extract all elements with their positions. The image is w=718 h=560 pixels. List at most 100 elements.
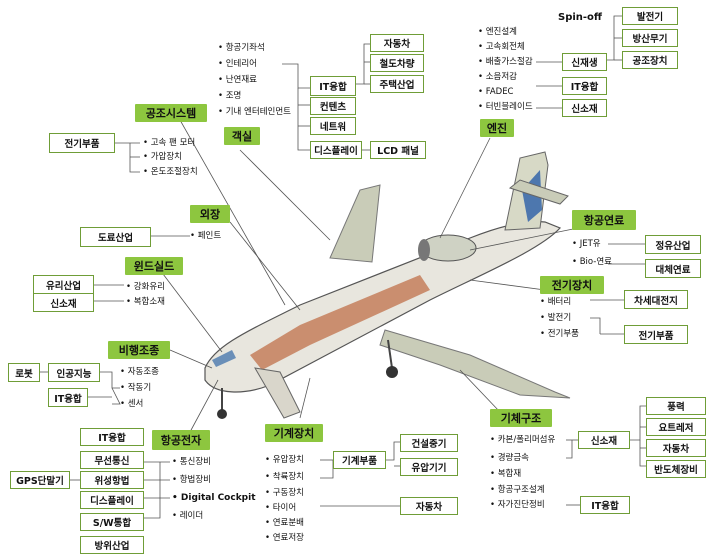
engine-inlet (418, 239, 430, 261)
connector-line (459, 369, 501, 413)
connector-line (439, 137, 491, 239)
cabin-interior (250, 275, 430, 370)
fuel-item: Bio-연료 (572, 258, 612, 267)
flight-robot-box: 로봇 (8, 363, 40, 382)
windshield-item: 복합소재 (126, 298, 165, 307)
engine-item: 터빈블레이드 (478, 103, 533, 112)
windshield-header: 윈드실드 (125, 257, 183, 275)
engine-item: FADEC (478, 88, 514, 97)
engine-item: 소음저감 (478, 73, 517, 82)
electric-item: 전기부품 (540, 330, 579, 339)
avionics-defense-box: 방위산업 (80, 536, 144, 554)
avionics-wireless-box: 무선통신 (80, 451, 144, 469)
cockpit-window (212, 350, 236, 367)
connector-line (144, 462, 161, 519)
airframe-it-box: IT융합 (580, 496, 630, 514)
airframe-item: 항공구조설계 (490, 486, 545, 495)
cabin-item: 항공기좌석 (218, 44, 265, 53)
cabin-network-box: 네트워 (310, 117, 356, 135)
electric-parts-box: 전기부품 (624, 325, 688, 344)
cabin-contents-box: 컨텐츠 (310, 97, 356, 115)
landing-gear-header: 기계장치 (265, 424, 323, 442)
airframe-semiconductor-box: 반도체장비 (646, 460, 706, 478)
fuel-header: 항공연료 (572, 210, 636, 230)
airframe-item: 카본/폴리머섬유 (490, 436, 556, 445)
main-gear (387, 339, 393, 369)
airframe-car-box: 자동차 (646, 439, 706, 457)
avionics-item: 통신장비 (172, 458, 211, 467)
connector-line (100, 371, 120, 389)
airframe-header: 기체구조 (490, 409, 552, 427)
electric-item: 발전기 (540, 314, 571, 323)
engine-hvac-box: 공조장치 (622, 51, 678, 69)
connector-line (297, 88, 310, 151)
main-wheel (386, 366, 398, 378)
air-system-item: 가압장치 (143, 153, 182, 162)
flight-item: 자동조종 (120, 368, 159, 377)
landing-item: 연료저장 (265, 534, 304, 543)
landing-mechanical-parts-box: 기계부품 (333, 451, 386, 469)
engine-it-box: IT융합 (562, 77, 607, 95)
engine-item: 고속회전체 (478, 43, 525, 52)
cabin-item: 난연재료 (218, 76, 257, 85)
connector-line (320, 460, 334, 479)
nose-wheel (217, 409, 227, 419)
connector-line (356, 43, 370, 85)
flight-item: 작동기 (120, 384, 151, 393)
landing-item: 타이어 (265, 504, 296, 513)
airframe-item: 복합재 (490, 470, 521, 479)
landing-item: 착륙장치 (265, 473, 304, 482)
engine-spinoff-label: Spin-off (558, 12, 603, 23)
avionics-item: 레이더 (172, 512, 203, 521)
fuel-item: JET유 (572, 240, 601, 249)
connector-line (566, 440, 573, 459)
air-system-item: 고속 팬 모터 (143, 139, 196, 148)
airframe-wind-power-box: 풍력 (646, 397, 706, 415)
connector-line (630, 405, 646, 441)
cabin-item: 조명 (218, 92, 242, 101)
engine-defense-weapons-box: 방산무기 (622, 29, 678, 47)
flight-item: 센서 (120, 400, 144, 409)
cabin-door (254, 367, 301, 419)
avionics-item: 항법장비 (172, 476, 211, 485)
avionics-display-box: 디스플레이 (80, 491, 144, 509)
engine-new-material-box: 신소재 (562, 99, 607, 117)
avionics-satellite-nav-box: 위성항법 (80, 471, 144, 489)
connector-line (179, 119, 286, 306)
air-system-header: 공조시스템 (135, 104, 207, 122)
avionics-header: 항공전자 (152, 430, 210, 450)
airframe-new-material-box: 신소재 (578, 431, 630, 449)
fuel-alternative-box: 대체연료 (645, 259, 701, 278)
engine-renewable-box: 신재생 (562, 53, 607, 71)
connector-line (469, 227, 579, 251)
connector-line (239, 149, 331, 241)
flight-ai-box: 인공지능 (48, 363, 100, 382)
cabin-housing-box: 주택산업 (370, 75, 424, 93)
engine-item: 엔진설계 (478, 28, 517, 37)
left-wing (329, 184, 381, 263)
landing-item: 구동장치 (265, 489, 304, 498)
electric-header: 전기장치 (540, 276, 604, 294)
cabin-car-box: 자동차 (370, 34, 424, 52)
connector-lines (40, 15, 646, 519)
cabin-item: 인테리어 (218, 60, 257, 69)
engine-header: 엔진 (480, 119, 514, 137)
horizontal-stabilizer (508, 179, 569, 205)
airframe-item: 경량금속 (490, 454, 529, 463)
connector-line (299, 377, 311, 419)
cabin-lcd-panel-box: LCD 패널 (370, 141, 426, 159)
avionics-it-box: IT융합 (80, 428, 144, 446)
avionics-sw-integration-box: S/W통합 (80, 513, 144, 531)
cabin-display-box: 디스플레이 (310, 141, 362, 159)
cabin-railway-box: 철도차량 (370, 54, 424, 72)
electric-item: 배터리 (540, 298, 571, 307)
engine-generator-box: 발전기 (622, 7, 678, 25)
landing-item: 연료분배 (265, 519, 304, 528)
engine-item: 배출가스절감 (478, 58, 533, 67)
exterior-paint-industry-box: 도료산업 (80, 227, 151, 247)
landing-item: 유압장치 (265, 456, 304, 465)
connector-line (590, 317, 601, 334)
fuel-refinery-box: 정유산업 (645, 235, 701, 254)
airframe-yacht-box: 요트레저 (646, 418, 706, 436)
